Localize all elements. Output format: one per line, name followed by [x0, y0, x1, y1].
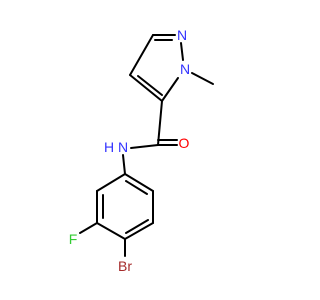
- atom-label-o-carbonyl: O: [179, 135, 190, 151]
- bond-c4-c5-double: [137, 75, 163, 96]
- bond-ar4-ar5: [124, 222, 154, 240]
- bond-c5-carbonyl: [157, 100, 163, 146]
- bond-c3-c4: [129, 34, 154, 76]
- atom-label-n-methyl: N: [180, 61, 190, 77]
- bond-c4-c5: [129, 74, 163, 102]
- bond-n2-n1: [180, 42, 184, 61]
- bond-carbonyl-nh: [130, 144, 159, 149]
- atom-label-br: Br: [118, 258, 132, 274]
- chemical-structure: N N O N H F Br: [69, 27, 214, 274]
- atom-label-nh-amide: N: [118, 139, 128, 155]
- bond-nh-aryl: [122, 154, 126, 175]
- bond-ar3-ar4: [96, 222, 126, 240]
- atom-label-n-pyrazole: N: [177, 27, 187, 43]
- atom-label-f: F: [69, 231, 78, 247]
- bond-ar6-ar1-double: [125, 180, 148, 195]
- bond-c5-n1: [161, 77, 179, 102]
- bond-ar6-ar1: [124, 173, 154, 192]
- bond-ar3-f: [79, 222, 98, 234]
- bond-n1-methyl: [191, 72, 214, 85]
- bond-ar4-ar5-double: [125, 219, 149, 234]
- bond-ar1-ar2: [96, 173, 126, 192]
- atom-label-h-amide: H: [104, 139, 114, 155]
